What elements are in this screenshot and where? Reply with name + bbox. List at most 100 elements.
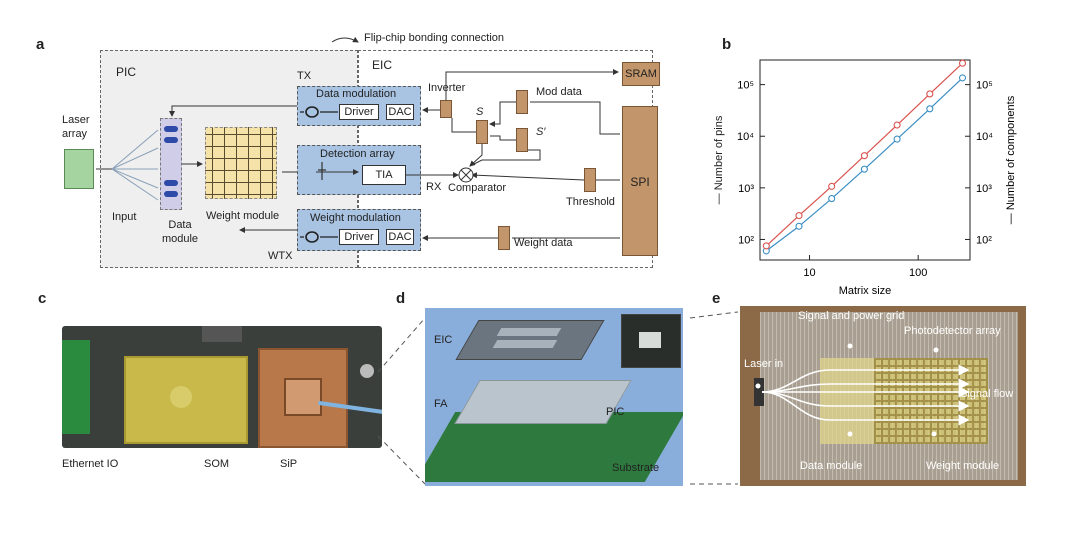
threshold-label: Threshold (566, 196, 615, 208)
eic-pad (496, 328, 562, 336)
y-tick-label-right: 10³ (976, 183, 992, 195)
x-tick-label: 10 (803, 267, 815, 279)
detection-array-label: Detection array (320, 148, 395, 160)
data-point (828, 195, 836, 203)
x-tick-label: 100 (909, 267, 927, 279)
sip-label: SiP (280, 458, 298, 470)
weight-module (205, 127, 277, 199)
data-point (828, 182, 836, 190)
y-tick-label-left: 10² (738, 234, 754, 246)
dac-box-top: DAC (386, 104, 414, 120)
data-module-ring (164, 126, 178, 132)
data-point (860, 165, 868, 173)
connector-top (202, 326, 242, 342)
pic-label: PIC (116, 65, 137, 79)
y-axis-label-right: — Number of components (1005, 95, 1017, 224)
weight-data-register (498, 226, 510, 250)
data-module-ring (164, 180, 178, 186)
y-tick-label-right: 10⁴ (976, 131, 993, 143)
y-tick-label-left: 10⁵ (737, 80, 754, 92)
data-modulation-label: Data modulation (316, 88, 397, 100)
s-prime-label: S′ (536, 126, 546, 138)
data-module-region (820, 358, 874, 444)
data-point (795, 212, 803, 220)
data-module-photo-label: Data module (800, 460, 863, 472)
driver-box-bottom: Driver (339, 229, 379, 245)
comparator-label: Comparator (448, 182, 507, 194)
y-tick-label-left: 10³ (738, 183, 754, 195)
panel-label-a: a (36, 36, 45, 53)
data-point (958, 74, 967, 82)
rx-label: RX (426, 181, 442, 193)
board-photo (62, 326, 382, 448)
threshold-register (584, 168, 596, 192)
panel-label-c: c (38, 290, 47, 307)
chip-micrograph (740, 306, 1026, 486)
som-label: SOM (204, 458, 230, 470)
dac-box-bottom: DAC (386, 229, 414, 245)
data-point (893, 135, 901, 143)
y-axis-label-left: — Number of pins (713, 115, 725, 204)
laser-array-label: Laser array (62, 114, 90, 140)
laser-input (754, 378, 764, 406)
substrate-label: Substrate (612, 462, 660, 474)
data-point (926, 105, 934, 113)
signal-power-label: Signal and power grid (798, 310, 905, 322)
sip-chip (284, 378, 322, 416)
s-label: S (476, 106, 484, 118)
panel-label-d: d (396, 290, 406, 307)
wtx-label: WTX (268, 250, 293, 262)
x-axis-label: Matrix size (839, 285, 892, 297)
tx-label: TX (297, 70, 312, 82)
data-point (893, 121, 901, 129)
sip-exploded-view (425, 308, 683, 486)
inverter-label: Inverter (428, 82, 466, 94)
data-point (860, 152, 868, 160)
inverter-block (440, 100, 452, 118)
spi-block: SPI (622, 106, 658, 256)
signal-flow-label: Signal flow (960, 388, 1014, 400)
weight-module-photo-label: Weight module (926, 460, 1000, 472)
data-point (958, 59, 967, 67)
sram-block: SRAM (622, 62, 660, 86)
laser-array (64, 149, 94, 189)
weight-modulation-label: Weight modulation (310, 212, 401, 224)
eic-pad (492, 340, 558, 348)
plot-frame (759, 59, 971, 261)
ethernet-connector (62, 340, 90, 434)
flip-chip-label: Flip-chip bonding connection (364, 32, 505, 44)
pic-photo-label: PIC (606, 406, 625, 418)
panel-label-e: e (712, 290, 721, 307)
mod-data-label: Mod data (536, 86, 582, 98)
s-prime-register (516, 128, 528, 152)
ethernet-io-label: Ethernet IO (62, 458, 119, 470)
data-point (795, 222, 803, 230)
y-tick-label-left: 10⁴ (737, 131, 754, 143)
weight-data-label: Weight data (514, 237, 573, 249)
som-component (170, 386, 192, 408)
photodetector-label: Photodetector array (904, 325, 1001, 337)
data-module-label: Data module (161, 219, 199, 245)
capacitor (360, 364, 374, 378)
data-module-ring (164, 191, 178, 197)
fa-label: FA (434, 398, 448, 410)
panel-a-connectors (96, 36, 620, 243)
data-point (926, 90, 934, 98)
mod-data-register (516, 90, 528, 114)
input-label: Input (112, 211, 137, 223)
laser-in-label: Laser in (744, 358, 784, 370)
tia-box: TIA (362, 165, 406, 185)
eic-label: EIC (372, 58, 393, 72)
panel-label-b: b (722, 36, 732, 53)
signal-flow-arrows (755, 343, 970, 437)
data-module-ring (164, 137, 178, 143)
data-point (762, 242, 770, 250)
driver-box-top: Driver (339, 104, 379, 120)
y-tick-label-right: 10⁵ (976, 80, 993, 92)
y-tick-label-right: 10² (976, 234, 992, 246)
s-register (476, 120, 488, 144)
eic-photo-label: EIC (434, 334, 453, 346)
inset-chip (639, 332, 661, 348)
